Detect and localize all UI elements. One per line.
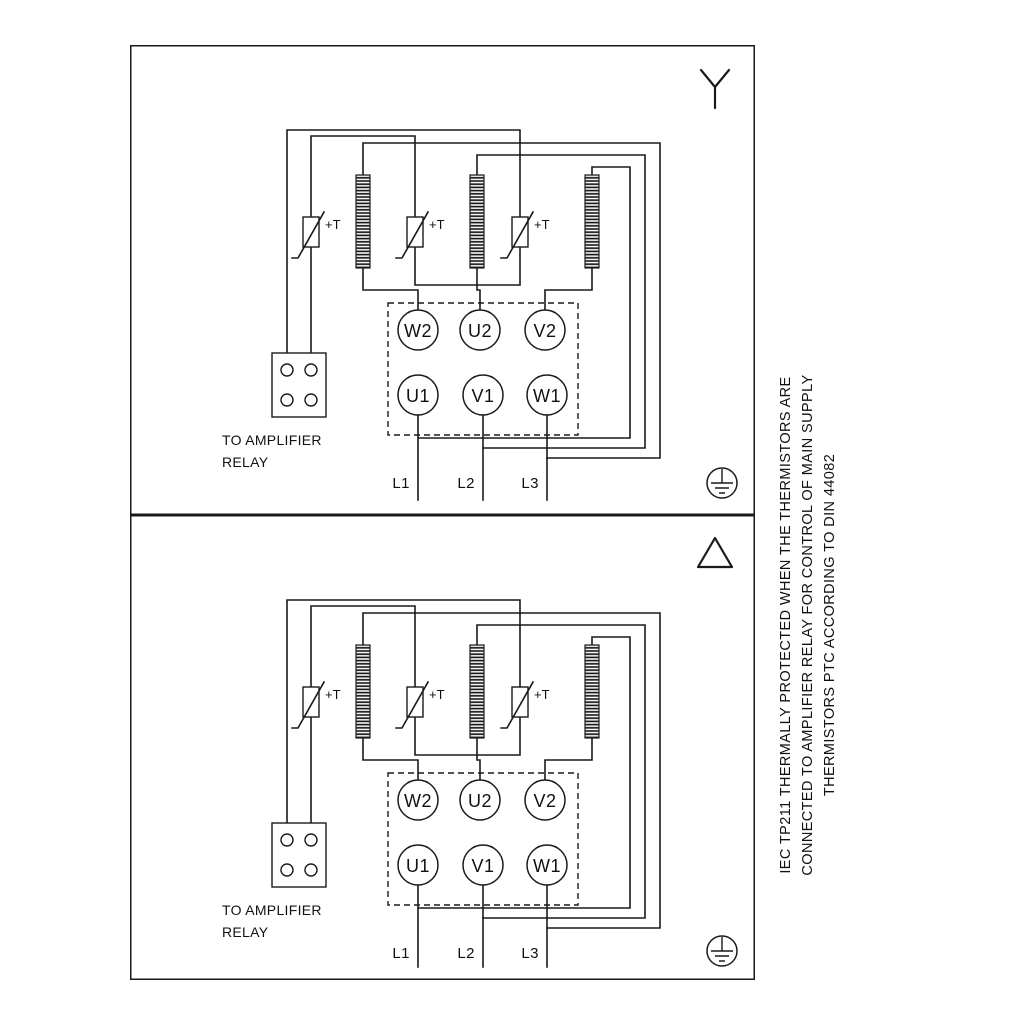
terminal-label: U2	[468, 321, 492, 341]
amplifier-relay-terminal	[271, 822, 327, 888]
terminal-V1: V1	[462, 844, 504, 886]
terminal-label: U2	[468, 791, 492, 811]
thermistor-label: +T	[325, 217, 341, 232]
ground-symbol	[706, 935, 738, 967]
terminal-label: W1	[533, 856, 561, 876]
wiring	[286, 129, 661, 501]
wiring-panel-delta: +T +T +T W2 U2 V2 U1 V1 W1 T	[130, 515, 755, 980]
terminal-U2: U2	[459, 309, 501, 351]
side-note-line: THERMISTORS PTC ACCORDING TO DIN 44082	[822, 453, 838, 797]
thermistor-1: +T	[291, 680, 341, 729]
motor-winding-3	[584, 644, 600, 739]
supply-label-L3: L3	[521, 945, 539, 962]
terminal-block	[387, 772, 579, 906]
terminal-U1: U1	[397, 844, 439, 886]
thermistor-label: +T	[429, 687, 445, 702]
supply-label-L2: L2	[457, 475, 475, 492]
terminal-label: V1	[471, 386, 494, 406]
star-connection-icon	[699, 68, 731, 110]
terminal-U2: U2	[459, 779, 501, 821]
thermistor-2: +T	[395, 680, 445, 729]
motor-winding-1	[355, 174, 371, 269]
terminal-W1: W1	[526, 374, 568, 416]
supply-label-L1: L1	[392, 475, 410, 492]
motor-winding-3	[584, 174, 600, 269]
motor-winding-1	[355, 644, 371, 739]
panel-border	[130, 45, 755, 515]
wiring	[286, 599, 661, 968]
motor-winding-2	[469, 174, 485, 269]
terminal-label: V1	[471, 856, 494, 876]
thermistor-1: +T	[291, 210, 341, 259]
supply-label-L3: L3	[521, 475, 539, 492]
side-note: IEC TP211 THERMALLY PROTECTED WHEN THE T…	[775, 345, 845, 905]
relay-note-line1: TO AMPLIFIER	[222, 432, 322, 448]
relay-note-line2: RELAY	[222, 454, 269, 470]
terminal-block	[387, 302, 579, 436]
side-note-line: IEC TP211 THERMALLY PROTECTED WHEN THE T…	[778, 376, 794, 874]
thermistor-label: +T	[534, 217, 550, 232]
terminal-label: W2	[404, 321, 432, 341]
delta-connection-icon	[696, 536, 734, 569]
thermistor-label: +T	[534, 687, 550, 702]
thermistor-3: +T	[500, 210, 550, 259]
terminal-label: U1	[406, 386, 430, 406]
terminal-W1: W1	[526, 844, 568, 886]
terminal-W2: W2	[397, 309, 439, 351]
thermistor-label: +T	[429, 217, 445, 232]
thermistor-label: +T	[325, 687, 341, 702]
thermistor-2: +T	[395, 210, 445, 259]
terminal-W2: W2	[397, 779, 439, 821]
ground-symbol	[706, 467, 738, 499]
panel-border	[130, 515, 755, 980]
supply-label-L2: L2	[457, 945, 475, 962]
terminal-label: U1	[406, 856, 430, 876]
thermistor-3: +T	[500, 680, 550, 729]
terminal-label: W1	[533, 386, 561, 406]
relay-note-line1: TO AMPLIFIER	[222, 902, 322, 918]
terminal-V1: V1	[462, 374, 504, 416]
terminal-label: V2	[533, 791, 556, 811]
terminal-U1: U1	[397, 374, 439, 416]
supply-label-L1: L1	[392, 945, 410, 962]
relay-note-line2: RELAY	[222, 924, 269, 940]
terminal-V2: V2	[524, 779, 566, 821]
motor-winding-2	[469, 644, 485, 739]
terminal-label: W2	[404, 791, 432, 811]
side-note-line: CONNECTED TO AMPLIFIER RELAY FOR CONTROL…	[800, 374, 816, 876]
terminal-label: V2	[533, 321, 556, 341]
wiring-panel-star: +T +T +T W2 U2 V2 U1 V1 W1 T	[130, 45, 755, 515]
amplifier-relay-terminal	[271, 352, 327, 418]
terminal-V2: V2	[524, 309, 566, 351]
